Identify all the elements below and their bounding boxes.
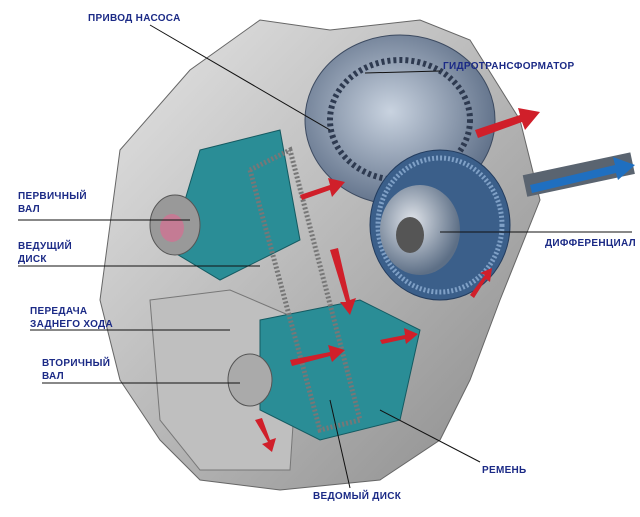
label-line: ПЕРЕДАЧА	[30, 306, 88, 317]
drive-pulley	[149, 129, 301, 281]
label-reverse-gear: ПЕРЕДАЧА ЗАДНЕГО ХОДА	[30, 305, 113, 331]
label-torque-converter: ГИДРОТРАНСФОРМАТОР	[443, 61, 575, 72]
label-line: ВАЛ	[42, 371, 64, 382]
belt	[247, 146, 364, 434]
driven-pulley	[227, 299, 421, 441]
label-belt: РЕМЕНЬ	[482, 465, 527, 476]
differential	[369, 149, 511, 301]
label-line: ВЕДУЩИЙ	[18, 241, 73, 252]
leader-lines	[18, 24, 632, 489]
label-primary-shaft: ПЕРВИЧНЫЙ ВАЛ	[18, 190, 87, 216]
flow-arrows	[255, 108, 540, 452]
label-pump-drive: ПРИВОД НАСОСА	[88, 13, 181, 24]
label-line: ВАЛ	[18, 204, 40, 215]
label-differential: ДИФФЕРЕНЦИАЛ	[545, 238, 636, 249]
label-drive-disc: ВЕДУЩИЙ ДИСК	[18, 240, 72, 266]
label-line: ПЕРВИЧНЫЙ	[18, 191, 87, 202]
label-driven-disc: ВЕДОМЫЙ ДИСК	[313, 491, 402, 502]
output-arrow	[530, 157, 635, 193]
label-secondary-shaft: ВТОРИЧНЫЙ ВАЛ	[42, 357, 110, 383]
label-line: ВТОРИЧНЫЙ	[42, 358, 111, 369]
label-line: ЗАДНЕГО ХОДА	[30, 319, 113, 330]
label-line: ДИСК	[18, 254, 47, 265]
